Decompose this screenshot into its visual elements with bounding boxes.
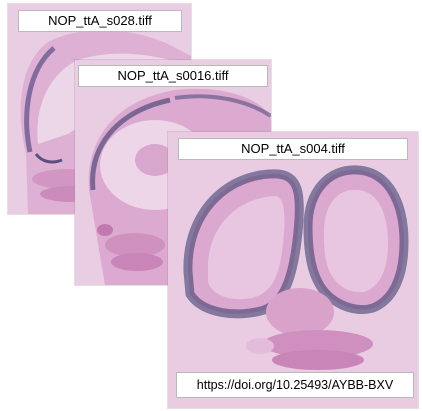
filename-label-s028: NOP_ttA_s028.tiff	[18, 10, 182, 32]
doi-link[interactable]: https://doi.org/10.25493/AYBB-BXV	[176, 372, 414, 398]
filename-label-s004: NOP_ttA_s004.tiff	[178, 138, 408, 160]
section-image-s004[interactable]	[168, 132, 418, 408]
tissue-section-s004	[168, 132, 418, 408]
filename-label-s0016: NOP_ttA_s0016.tiff	[78, 65, 268, 87]
